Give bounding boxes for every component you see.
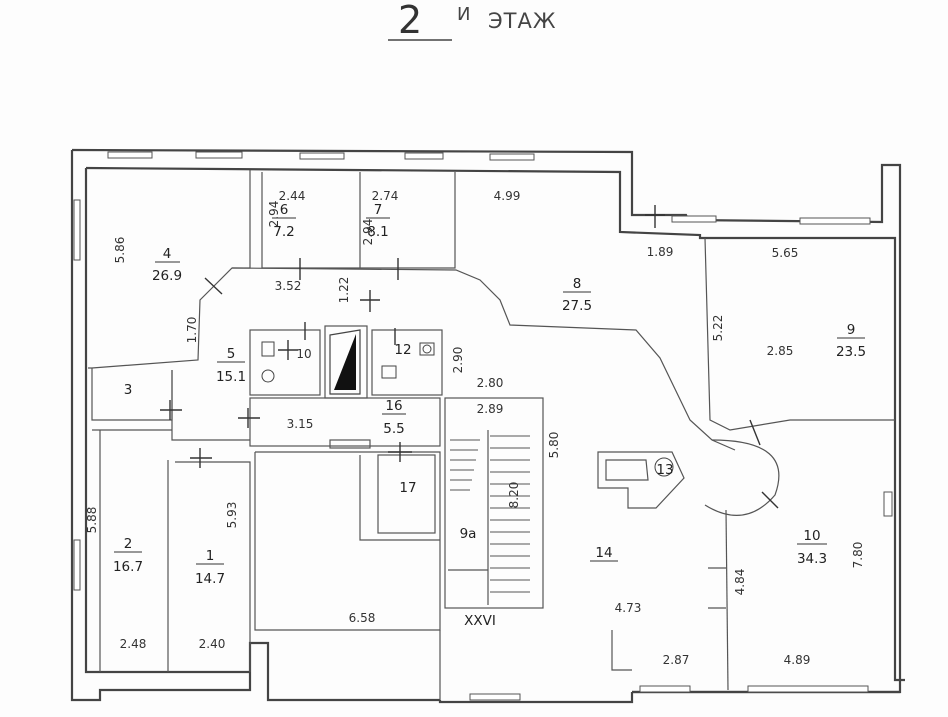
dim-4-89: 4.89: [784, 653, 811, 667]
room-7-number: 7: [374, 202, 383, 218]
dim-2-94-b: 2.94: [361, 219, 375, 246]
room-3-number: 3: [124, 382, 133, 398]
room-15-number: 14: [595, 545, 612, 561]
room-7-area: 8.1: [367, 224, 388, 240]
room-16-area: 5.5: [383, 421, 404, 437]
dim-4-73: 4.73: [615, 601, 642, 615]
dim-2-74: 2.74: [372, 189, 399, 203]
dim-5-88: 5.88: [85, 507, 99, 534]
room-13-number: 12: [394, 342, 411, 358]
dim-6-58: 6.58: [349, 611, 376, 625]
room-2-area: 16.7: [113, 559, 143, 575]
dim-2-90: 2.90: [451, 347, 465, 374]
room-labels: 4 26.9 6 7.2 7 8.1 8 27.5 9 23.5 5 15.1 …: [113, 202, 866, 629]
room-14-number: 13: [656, 462, 673, 478]
room-1-area: 14.7: [195, 571, 225, 587]
room-XXVI-number: XXVI: [464, 613, 496, 629]
dim-3-52: 3.52: [275, 279, 302, 293]
room-8-area: 27.5: [562, 298, 592, 314]
dim-5-86: 5.86: [113, 237, 127, 264]
dim-5-93: 5.93: [225, 502, 239, 529]
room-9a-number: 9a: [460, 526, 477, 542]
dim-5-22: 5.22: [711, 315, 725, 342]
dim-2-85: 2.85: [767, 344, 794, 358]
dim-2-48: 2.48: [120, 637, 147, 651]
interior-walls: [88, 170, 895, 700]
room-6-area: 7.2: [273, 224, 294, 240]
room-1-number: 1: [206, 548, 215, 564]
dim-2-44: 2.44: [279, 189, 306, 203]
dim-2-80: 2.80: [477, 376, 504, 390]
dim-3-15: 3.15: [287, 417, 314, 431]
floor-suffix: И: [457, 4, 470, 25]
room-10-number: 10: [803, 528, 820, 544]
dim-1-89: 1.89: [647, 245, 674, 259]
outer-walls: [70, 148, 905, 704]
room-4-number: 4: [163, 246, 172, 262]
dim-1-22: 1.22: [337, 277, 351, 304]
dim-4-99: 4.99: [494, 189, 521, 203]
room-4-area: 26.9: [152, 268, 182, 284]
room-9-number: 9: [847, 322, 856, 338]
dim-2-94-a: 2.94: [267, 201, 281, 228]
room-9-area: 23.5: [836, 344, 866, 360]
dim-2-87: 2.87: [663, 653, 690, 667]
room-16-number: 16: [385, 398, 402, 414]
room-6-number: 6: [280, 202, 289, 218]
dim-7-80: 7.80: [851, 542, 865, 569]
dim-5-80: 5.80: [547, 432, 561, 459]
dim-4-84: 4.84: [733, 569, 747, 596]
floor-word: ЭТАЖ: [488, 9, 556, 33]
room-2-number: 2: [124, 536, 133, 552]
dimension-labels: 5.86 1.70 2.44 2.94 2.74 2.94 4.99 3.52 …: [85, 189, 865, 667]
room-8-number: 8: [573, 276, 582, 292]
floor-number: 2: [398, 0, 422, 42]
room-12-number: 10: [296, 347, 311, 361]
room-10-area: 34.3: [797, 551, 827, 567]
room-5-area: 15.1: [216, 369, 246, 385]
door-marks: [160, 205, 779, 509]
dim-1-70: 1.70: [185, 317, 199, 344]
fixtures: [261, 341, 674, 477]
dim-2-89: 2.89: [477, 402, 504, 416]
dim-5-65: 5.65: [772, 246, 799, 260]
dim-8-20: 8.20: [507, 482, 521, 509]
room-17-number: 17: [399, 480, 416, 496]
room-5-number: 5: [227, 346, 236, 362]
dim-2-40: 2.40: [199, 637, 226, 651]
